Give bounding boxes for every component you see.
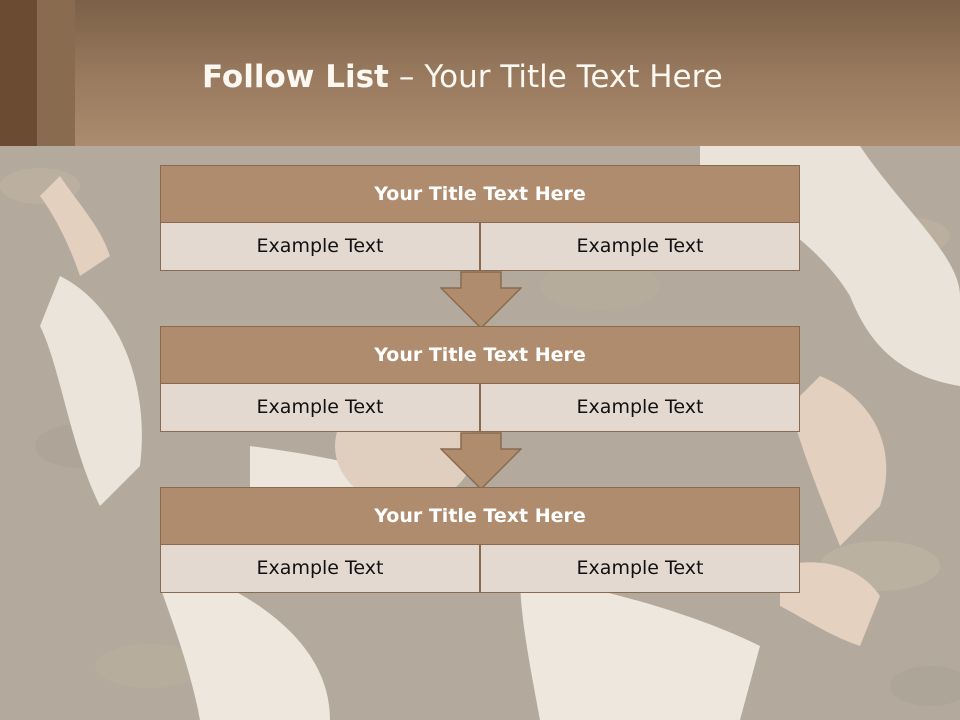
header-band: Follow List–Your Title Text Here (0, 0, 960, 146)
block-heading: Your Title Text Here (160, 165, 800, 223)
block-cell-right: Example Text (480, 383, 800, 432)
header-accent-light (37, 0, 75, 146)
block-heading: Your Title Text Here (160, 487, 800, 545)
slide-title-rest: Your Title Text Here (424, 59, 723, 95)
down-arrow-icon (440, 271, 522, 329)
slide-title: Follow List–Your Title Text Here (202, 55, 723, 99)
block-cell-left: Example Text (160, 222, 480, 271)
slide-title-dash: – (398, 59, 415, 95)
list-block-1: Your Title Text Here Example Text Exampl… (160, 165, 800, 271)
down-arrow-icon (440, 432, 522, 490)
block-cell-left: Example Text (160, 383, 480, 432)
list-block-2: Your Title Text Here Example Text Exampl… (160, 326, 800, 432)
block-heading: Your Title Text Here (160, 326, 800, 384)
list-block-3: Your Title Text Here Example Text Exampl… (160, 487, 800, 593)
header-accent-dark (0, 0, 37, 146)
block-cell-right: Example Text (480, 222, 800, 271)
slide-title-bold: Follow List (202, 59, 389, 95)
block-cell-right: Example Text (480, 544, 800, 593)
block-cell-left: Example Text (160, 544, 480, 593)
